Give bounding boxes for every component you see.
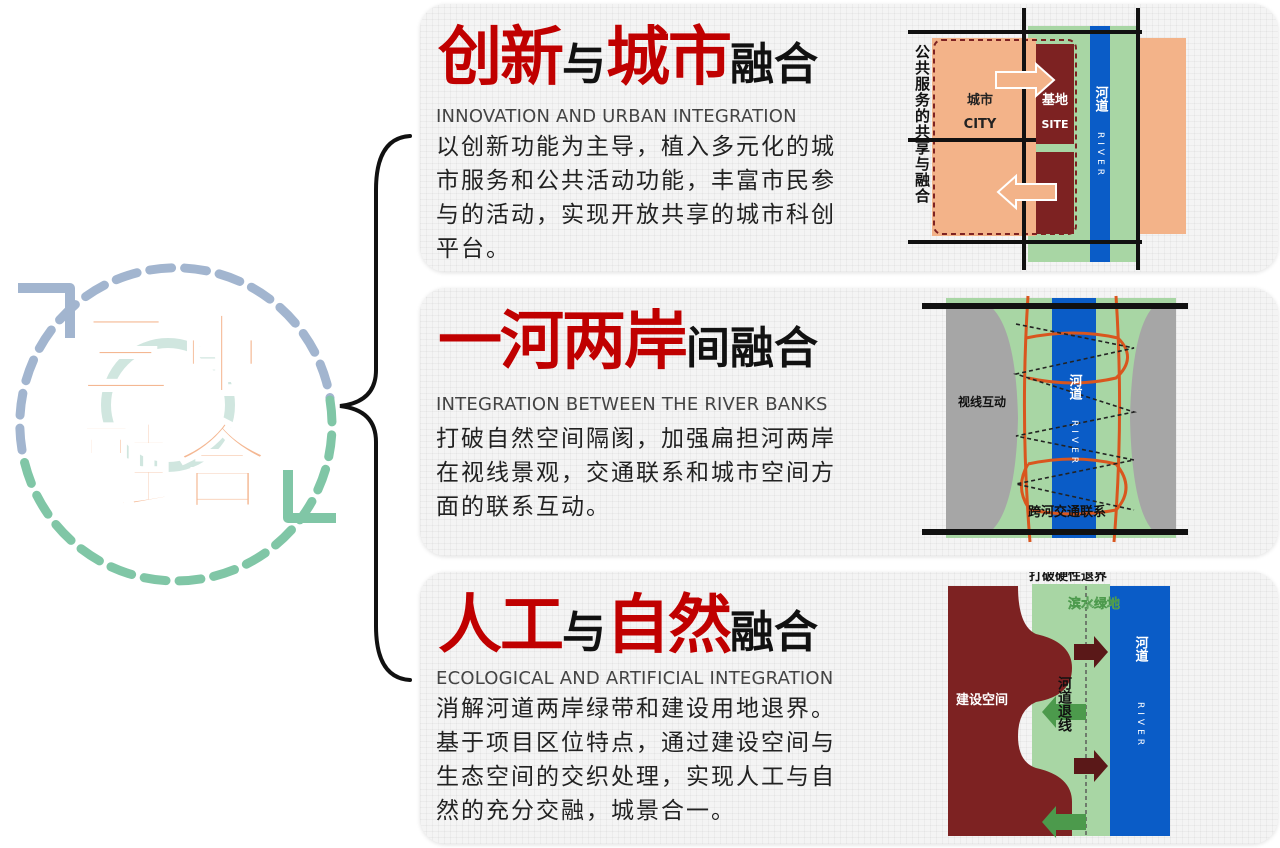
diagram-ecological: 打破硬性退界 滨水绿地 建设空间 河道退线 河道 RIVER	[948, 572, 1170, 838]
svg-text:跨河交通联系: 跨河交通联系	[1028, 504, 1106, 520]
cycle-arc-bottom	[17, 395, 337, 586]
section-card-riverbanks: 一河两岸间融合 INTEGRATION BETWEEN THE RIVER BA…	[420, 288, 1278, 556]
emblem-line1: 三重	[79, 302, 271, 411]
svg-text:RIVER: RIVER	[1135, 702, 1145, 749]
arrow-left-icon	[1042, 806, 1086, 838]
svg-text:CITY: CITY	[964, 117, 997, 132]
section-subtitle: INTEGRATION BETWEEN THE RIVER BANKS	[436, 394, 828, 415]
svg-text:河道: 河道	[1093, 85, 1109, 113]
section-card-ecological: 人工与自然融合 ECOLOGICAL AND ARTIFICIAL INTEGR…	[420, 572, 1278, 844]
svg-text:SITE: SITE	[1041, 118, 1068, 131]
section-description: 打破自然空间隔阂，加强扁担河两岸在视线景观，交通联系和城市空间方面的联系互动。	[436, 426, 836, 520]
diagram-vertical-label: 公共服务的共享与融合	[913, 44, 931, 204]
arrow-left-icon	[996, 173, 1057, 211]
cycle-arrow-right-icon	[283, 470, 336, 523]
diagram-city-site: 公共服务的共享与融合 城市 CITY 基地 SITE 河道 RIVER	[908, 8, 1186, 270]
svg-text:河道退线: 河道退线	[1056, 675, 1072, 733]
svg-text:RIVER: RIVER	[1095, 132, 1105, 179]
cycle-arrow-left-icon	[18, 283, 75, 338]
cycle-arc-top	[15, 263, 335, 455]
svg-text:河道: 河道	[1067, 373, 1083, 401]
arrow-right-icon	[1074, 636, 1108, 668]
diagram-river-banks: 视线互动 跨河交通联系 河道 RIVER	[922, 295, 1188, 543]
svg-text:视线互动: 视线互动	[958, 394, 1006, 409]
section-description: 以创新功能为主导，植入多元化的城市服务和公共活动功能，丰富市民参与的活动，实现开…	[436, 134, 836, 262]
arrow-left-icon	[1042, 696, 1086, 728]
svg-text:城市: 城市	[967, 92, 993, 108]
emblem-line2: 融合	[79, 414, 271, 523]
section-subtitle: INNOVATION AND URBAN INTEGRATION	[436, 106, 797, 127]
curly-brace	[339, 134, 412, 682]
svg-text:建设空间: 建设空间	[956, 692, 1008, 708]
arrow-right-icon	[1074, 750, 1108, 782]
arrow-right-icon	[995, 61, 1056, 99]
svg-text:打破硬性退界: 打破硬性退界	[1029, 572, 1107, 584]
svg-text:滨水绿地: 滨水绿地	[1068, 596, 1120, 612]
section-title: 人工与自然融合	[438, 589, 818, 663]
svg-text:RIVER: RIVER	[1069, 420, 1079, 467]
section-subtitle: ECOLOGICAL AND ARTIFICIAL INTEGRATION	[436, 668, 834, 689]
section-description: 消解河道两岸绿带和建设用地退界。基于项目区位特点，通过建设空间与生态空间的交织处…	[436, 696, 836, 824]
svg-text:河道: 河道	[1133, 635, 1149, 663]
svg-text:基地: 基地	[1041, 92, 1068, 108]
cycle-inner-ring	[101, 338, 235, 472]
section-card-innovation: 创新与城市融合 INNOVATION AND URBAN INTEGRATION…	[420, 4, 1278, 272]
cycle-emblem: 三重 融合	[15, 263, 337, 586]
section-title: 一河两岸间融合	[438, 305, 818, 379]
section-title: 创新与城市融合	[438, 21, 818, 95]
